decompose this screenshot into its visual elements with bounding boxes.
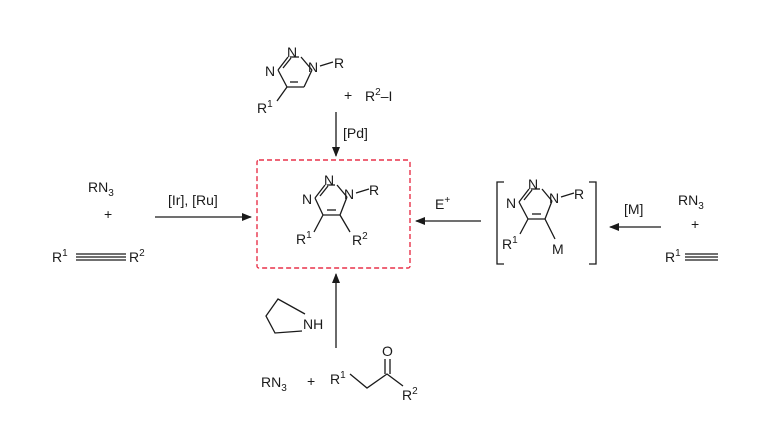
right-r1: R1 <box>502 235 518 252</box>
bottom-azide: RN3 <box>261 374 287 394</box>
bottom-plus: + <box>307 373 315 389</box>
right-ring-r: R <box>574 186 584 202</box>
right-plus: + <box>691 216 699 232</box>
ketone: R1 O R2 <box>330 343 418 403</box>
product-box <box>256 159 411 269</box>
metallated-triazole: N N N R R1 M <box>502 176 584 257</box>
left-azide: RN3 <box>88 179 114 199</box>
center-triazole: N N N R R1 R2 <box>296 172 379 248</box>
left-catalyst: [Ir], [Ru] <box>168 192 218 208</box>
left-r1: R1 <box>52 248 68 265</box>
right-alkyne-r1: R1 <box>665 248 681 265</box>
right-metal: M <box>552 241 564 257</box>
top-triazole: N N N R R1 <box>257 44 344 116</box>
center-ring-n-mid: N <box>324 172 334 188</box>
top-ring-r: R <box>334 55 344 71</box>
left-r2: R2 <box>129 248 145 265</box>
pyrrolidine: NH <box>265 298 323 334</box>
right-azide: RN3 <box>678 192 704 212</box>
center-r1: R1 <box>296 230 312 247</box>
right-electrophile: E+ <box>435 195 450 212</box>
right-ring-n-right: N <box>549 190 559 206</box>
right-alkyne-bond <box>685 253 718 261</box>
ketone-r2: R2 <box>402 386 418 403</box>
top-plus: + <box>344 87 352 103</box>
right-bracket <box>589 181 597 265</box>
left-plus: + <box>104 206 112 222</box>
center-ring-n-left: N <box>302 191 312 207</box>
center-ring-r: R <box>369 182 379 198</box>
right-ring-n-mid: N <box>528 176 538 192</box>
center-r2: R2 <box>352 231 368 248</box>
pyrrolidine-nh: NH <box>303 316 323 332</box>
right-ring-n-left: N <box>506 195 516 211</box>
top-reagent: R2–I <box>365 87 392 104</box>
top-ring-n-mid: N <box>287 44 297 60</box>
ketone-oxygen: O <box>382 343 393 359</box>
right-catalyst: [M] <box>624 201 643 217</box>
top-ring-n-left: N <box>265 63 275 79</box>
top-catalyst: [Pd] <box>343 125 368 141</box>
center-ring-n-right: N <box>344 186 354 202</box>
top-r1: R1 <box>257 99 273 116</box>
left-alkyne-bond <box>76 253 126 261</box>
ketone-r1: R1 <box>330 370 346 387</box>
top-ring-n-right: N <box>308 59 318 75</box>
left-bracket <box>496 181 504 265</box>
